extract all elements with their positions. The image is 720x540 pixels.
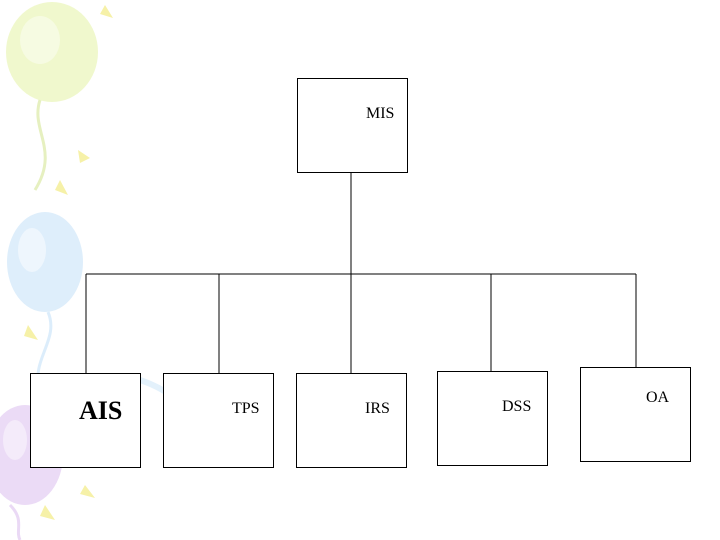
node-dss: DSS <box>437 371 548 466</box>
node-ais-label: AIS <box>79 396 123 425</box>
node-tps: TPS <box>163 373 274 468</box>
node-mis-label: MIS <box>366 105 395 122</box>
node-tps-label: TPS <box>232 400 260 417</box>
node-irs-label: IRS <box>365 400 390 417</box>
node-ais: AIS <box>30 373 141 468</box>
node-irs: IRS <box>296 373 407 468</box>
node-oa-label: OA <box>646 389 670 406</box>
node-oa: OA <box>580 367 691 462</box>
node-dss-label: DSS <box>502 398 532 415</box>
node-mis: MIS <box>297 78 408 173</box>
